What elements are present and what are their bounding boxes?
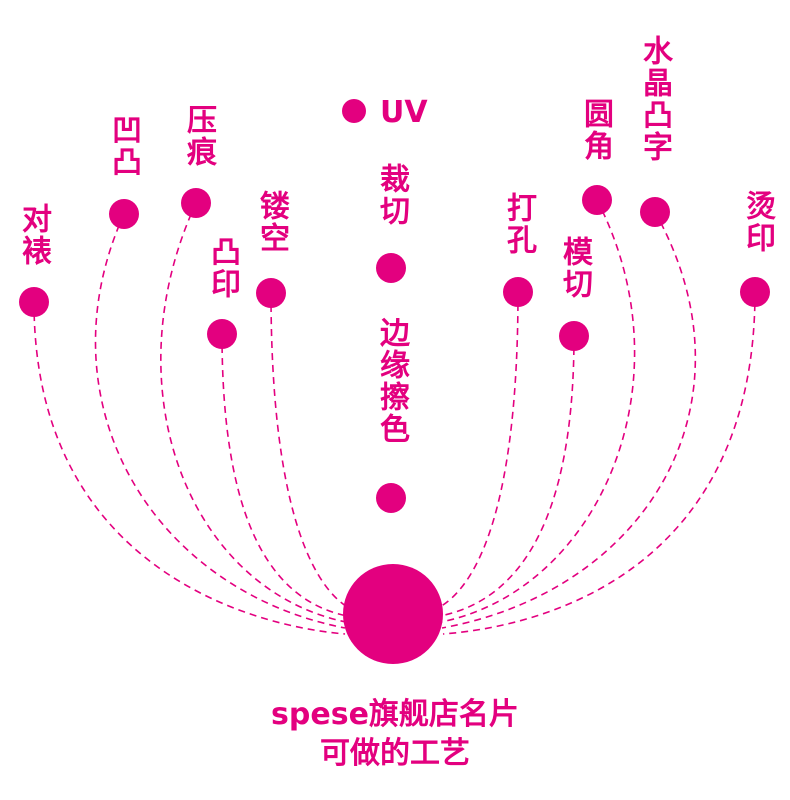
connector-loukong [270, 292, 350, 609]
node-tuyin [207, 319, 237, 349]
node-bianyuan [376, 483, 406, 513]
node-uv [342, 99, 366, 123]
connector-dakong [437, 291, 519, 609]
connector-lines [33, 199, 756, 635]
node-duibiao [19, 287, 49, 317]
label-shuijing: 水晶凸字 [637, 35, 672, 163]
label-uv: UV [380, 95, 428, 130]
connector-yahen [160, 202, 347, 623]
label-aotu: 凹凸 [106, 114, 141, 178]
label-duibiao: 对裱 [16, 203, 51, 267]
node-moqie [559, 321, 589, 351]
connector-shuijing [441, 211, 697, 629]
label-moqie: 模切 [557, 236, 592, 300]
node-tangyin [740, 277, 770, 307]
caption-line-2: 可做的工艺 [320, 736, 470, 771]
label-tuyin: 凸印 [205, 236, 240, 300]
node-shuijing [640, 197, 670, 227]
node-dakong [503, 277, 533, 307]
node-yahen [181, 188, 211, 218]
caption-line-1: spese旗舰店名片 [271, 697, 519, 732]
label-loukong: 镂空 [254, 190, 289, 254]
connector-tangyin [442, 291, 756, 635]
node-aotu [109, 199, 139, 229]
node-loukong [256, 278, 286, 308]
center-hub-node [343, 564, 443, 664]
connector-tuyin [221, 333, 348, 617]
label-caiqie: 裁切 [374, 163, 409, 227]
connector-duibiao [33, 301, 346, 635]
technique-nodes [19, 99, 770, 513]
label-dakong: 打孔 [501, 192, 536, 256]
connector-moqie [439, 335, 575, 617]
node-yuanjiao [582, 185, 612, 215]
connector-yuanjiao [440, 199, 636, 623]
label-yahen: 压痕 [181, 104, 216, 168]
label-tangyin: 烫印 [740, 190, 775, 254]
label-yuanjiao: 圆角 [578, 98, 613, 162]
node-caiqie [376, 253, 406, 283]
label-bianyuan: 边缘擦色 [374, 317, 409, 445]
